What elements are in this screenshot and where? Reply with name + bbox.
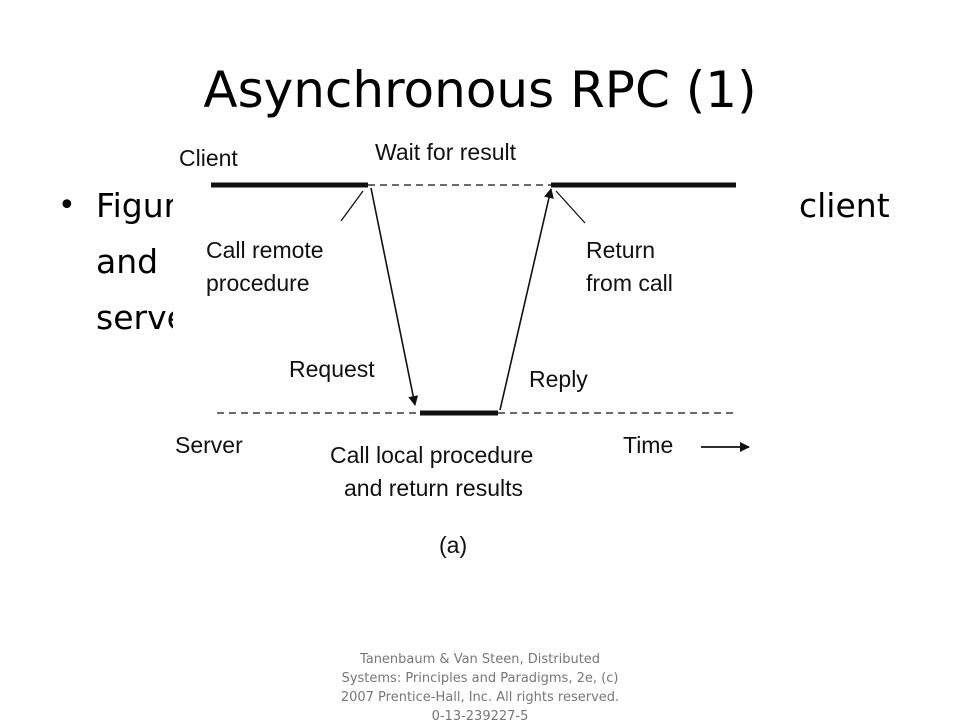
call-remote-label-line-2: procedure bbox=[206, 270, 310, 296]
server-label: Server bbox=[175, 432, 243, 458]
bullet-text-line-2: and bbox=[96, 242, 159, 281]
call-local-label-line-2: and return results bbox=[344, 475, 523, 501]
return-label-line-2: from call bbox=[586, 270, 673, 296]
footer-line-1: Tanenbaum & Van Steen, Distributed bbox=[359, 652, 601, 667]
time-label: Time bbox=[623, 432, 673, 458]
footer-line-4: 0-13-239227-5 bbox=[431, 709, 529, 724]
reply-arrow bbox=[499, 188, 554, 411]
client-label: Client bbox=[179, 145, 238, 171]
bullet-dot-icon: • bbox=[58, 188, 76, 223]
request-label: Request bbox=[289, 356, 375, 382]
request-arrow bbox=[370, 187, 419, 406]
footer-line-2: Systems: Principles and Paradigms, 2e, (… bbox=[341, 671, 619, 686]
return-label-line-1: Return bbox=[586, 237, 655, 263]
slide-title: Asynchronous RPC (1) bbox=[203, 61, 757, 119]
bullet-text-line-3: serve bbox=[96, 298, 187, 337]
call-remote-leader-line bbox=[340, 190, 364, 222]
call-remote-label-line-1: Call remote bbox=[206, 237, 324, 263]
footer-line-3: 2007 Prentice-Hall, Inc. All rights rese… bbox=[340, 690, 620, 705]
wait-for-result-label: Wait for result bbox=[375, 139, 517, 165]
call-local-label-line-1: Call local procedure bbox=[330, 442, 533, 468]
bullet-text-tail: client bbox=[799, 186, 890, 225]
diagram-canvas: Client Wait for result Call remote proce… bbox=[175, 139, 750, 558]
reply-label: Reply bbox=[529, 366, 588, 392]
copyright-footer: Tanenbaum & Van Steen, Distributed Syste… bbox=[330, 650, 630, 726]
figure-caption: (a) bbox=[439, 532, 467, 558]
return-leader-line bbox=[555, 190, 586, 224]
rpc-timing-diagram: Client Wait for result Call remote proce… bbox=[173, 133, 791, 561]
